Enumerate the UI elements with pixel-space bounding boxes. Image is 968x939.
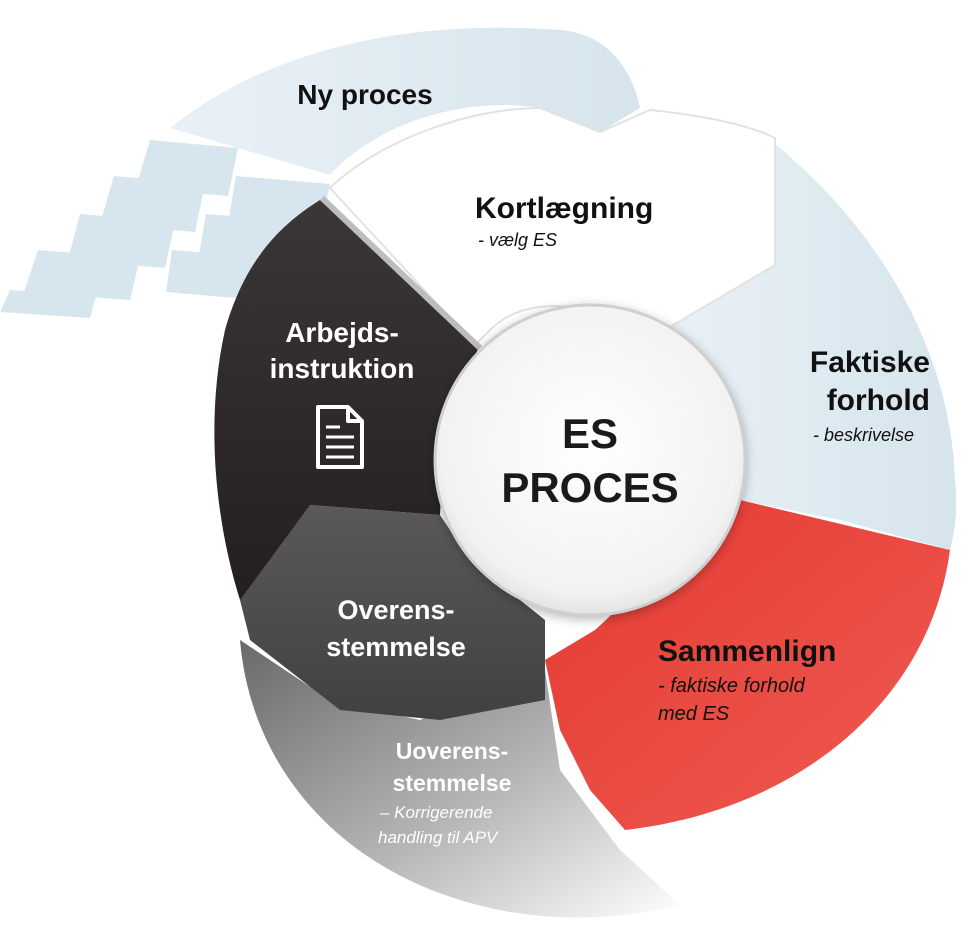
uoverensstemmelse-title-line1: Uoverens- (396, 738, 508, 764)
faktiske-subtitle: - beskrivelse (813, 425, 914, 445)
ny-proces-arrow-stripes (0, 140, 330, 318)
sammenlign-title: Sammenlign (658, 635, 836, 668)
arbejdsinstruktion-title-line1: Arbejds- (285, 317, 399, 348)
center-circle (435, 305, 745, 615)
overensstemmelse-title-line1: Overens- (337, 595, 454, 625)
sammenlign-subtitle-line1: - faktiske forhold (658, 675, 806, 697)
overensstemmelse-title-line2: stemmelse (326, 632, 466, 662)
ny-proces-label: Ny proces (297, 79, 432, 110)
uoverensstemmelse-title-line2: stemmelse (393, 770, 512, 796)
faktiske-title-line1: Faktiske (810, 346, 930, 379)
center-title-line1: ES (562, 410, 618, 457)
ny-proces-arrow (170, 27, 640, 175)
kortlaegning-subtitle: - vælg ES (478, 230, 557, 250)
center-circle-ring (433, 303, 747, 617)
center-title-line2: PROCES (501, 464, 678, 511)
uoverensstemmelse-subtitle-line2: handling til APV (378, 828, 499, 847)
segment-arbejdsinstruktion (214, 200, 481, 600)
faktiske-title-line2: forhold (827, 384, 930, 417)
segment-kortlaegning (328, 106, 776, 347)
kortlaegning-title: Kortlægning (475, 192, 653, 225)
arbejdsinstruktion-title-line2: instruktion (270, 353, 415, 384)
document-icon (316, 405, 364, 469)
segment-divider (319, 195, 483, 351)
uoverensstemmelse-subtitle-line1: – Korrigerende (379, 803, 492, 822)
sammenlign-subtitle-line2: med ES (658, 703, 730, 725)
